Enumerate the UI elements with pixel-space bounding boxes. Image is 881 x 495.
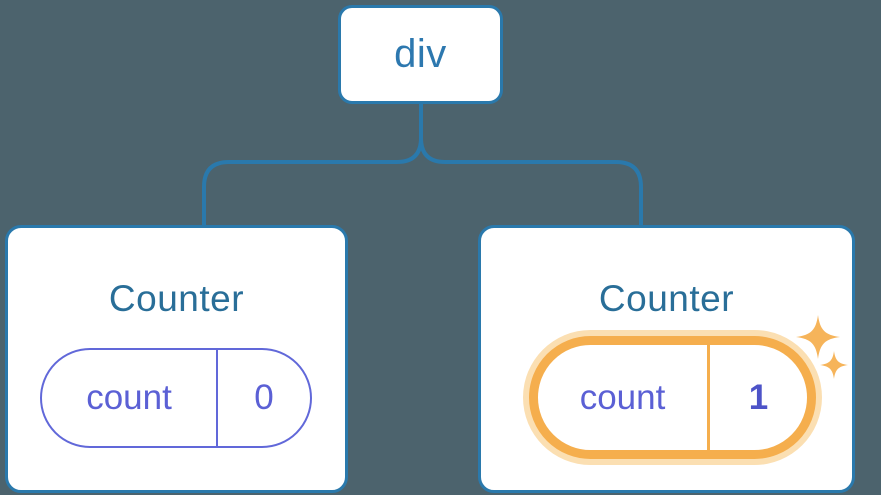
state-name-label: count [538,345,710,450]
counter-card-right: Counter count 1 [478,225,855,493]
state-pill: count 0 [40,348,312,448]
state-value: 0 [254,378,274,417]
state-name-label: count [42,350,218,446]
sparkle-icon [796,315,848,379]
state-pill-highlighted: count 1 [529,336,816,459]
root-node: div [338,5,503,104]
counter-card-left: Counter count 0 [5,225,348,493]
component-title: Counter [598,278,735,319]
sparkle-small-icon [820,351,848,379]
sparkle-large-icon [796,315,840,359]
state-value: 1 [748,377,769,417]
connector-root-to-right-child [419,137,643,226]
root-node-label: div [394,32,447,76]
highlight-glow: count 1 [523,330,822,465]
connector-root-to-left-child [202,104,423,226]
component-title: Counter [108,278,245,319]
